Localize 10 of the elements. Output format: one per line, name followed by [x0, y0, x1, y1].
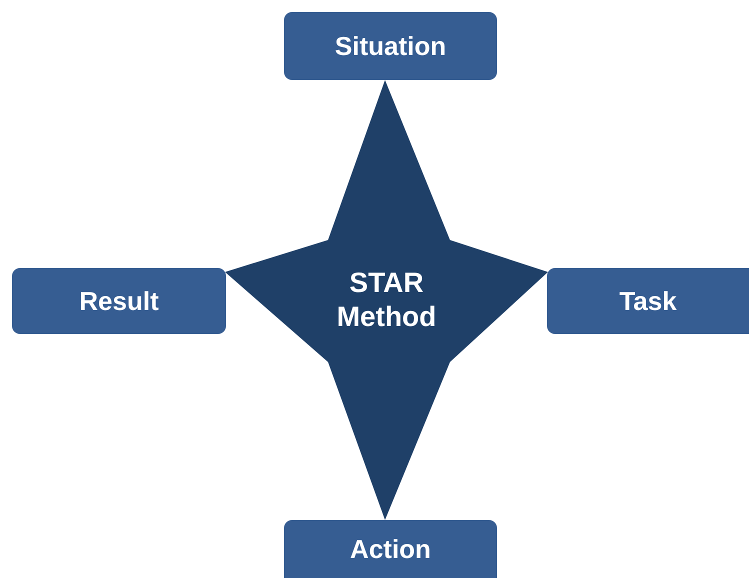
four-point-star — [225, 80, 548, 520]
label-box — [12, 268, 226, 334]
label-box — [284, 12, 497, 80]
node-label: Task — [619, 286, 677, 316]
label-box — [284, 520, 497, 578]
node-label: Result — [79, 286, 159, 316]
node-label: STAR Method — [336, 266, 438, 334]
node-label: Situation — [334, 30, 446, 62]
label-box — [547, 268, 749, 334]
node-label: Action — [350, 534, 431, 564]
